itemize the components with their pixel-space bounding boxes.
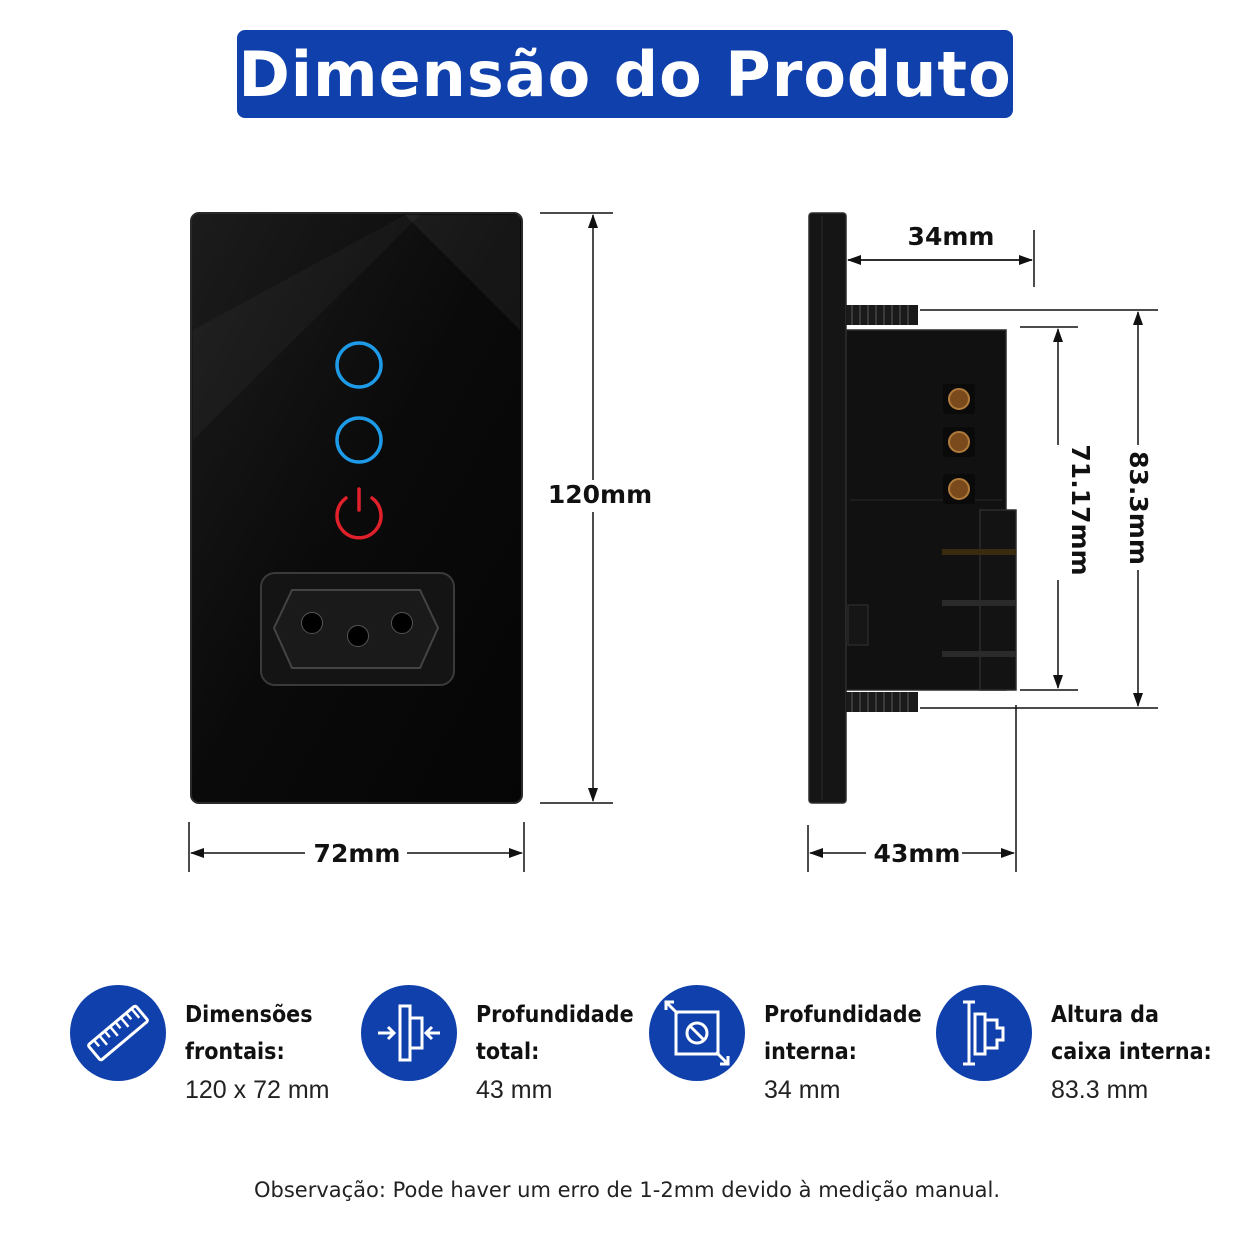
touch-button-2-icon[interactable]	[335, 416, 383, 464]
box-height-icon	[936, 985, 1032, 1081]
dim-side-box-height	[920, 309, 1158, 709]
panel-reflection	[405, 215, 520, 330]
feature-label: Profundidade interna:	[764, 1002, 922, 1065]
socket-outlet	[260, 572, 455, 686]
dim-front-height	[540, 212, 613, 804]
feature-value: 120 x 72 mm	[185, 1076, 330, 1104]
page-title: Dimensão do Produto	[238, 37, 1012, 111]
product-drawing: 120mm 72mm	[188, 212, 1158, 872]
front-view: 120mm 72mm	[188, 212, 652, 872]
label-71-17mm: 71.17mm	[1066, 444, 1095, 575]
front-panel	[190, 212, 523, 804]
side-faceplate	[808, 212, 847, 804]
feature-value: 43 mm	[476, 1076, 553, 1104]
label-83-3mm: 83.3mm	[1124, 451, 1153, 565]
label-120mm: 120mm	[548, 480, 652, 509]
socket-hole-left	[301, 612, 323, 634]
feature-total-depth: Profundidade total: 43 mm	[361, 985, 651, 1108]
touch-button-1-icon[interactable]	[335, 341, 383, 389]
label-43mm: 43mm	[874, 839, 961, 868]
feature-front-dimensions: Dimensões frontais: 120 x 72 mm	[70, 985, 330, 1108]
feature-label: Profundidade total:	[476, 1002, 634, 1065]
label-34mm: 34mm	[908, 222, 995, 251]
terminal-screws	[943, 384, 975, 504]
ruler-icon	[70, 985, 166, 1081]
dim-front-width	[188, 822, 525, 872]
feature-value: 83.3 mm	[1051, 1076, 1149, 1104]
depth-inner-icon	[649, 985, 745, 1081]
title-banner: Dimensão do Produto	[237, 30, 1013, 118]
depth-total-icon	[361, 985, 457, 1081]
power-button-icon[interactable]	[335, 487, 383, 540]
side-view: 34mm 43mm 71.17mm 83.3mm	[807, 212, 1158, 872]
dim-side-depth-inner	[847, 230, 1035, 287]
side-vents	[942, 549, 1016, 657]
feature-label: Altura da caixa interna:	[1051, 1002, 1212, 1065]
feature-box-height: Altura da caixa interna: 83.3 mm	[936, 985, 1230, 1108]
feature-inner-depth: Profundidade interna: 34 mm	[649, 985, 939, 1108]
feature-value: 34 mm	[764, 1076, 841, 1104]
socket-hole-center	[347, 625, 369, 647]
measurement-note: Observação: Pode haver um erro de 1-2mm …	[253, 1178, 1001, 1202]
label-72mm: 72mm	[314, 839, 401, 868]
dim-side-depth-total	[807, 705, 1017, 872]
side-clip	[847, 604, 869, 646]
socket-hole-right	[391, 612, 413, 634]
feature-label: Dimensões frontais:	[185, 1002, 313, 1065]
dim-side-body-height	[1020, 326, 1078, 691]
